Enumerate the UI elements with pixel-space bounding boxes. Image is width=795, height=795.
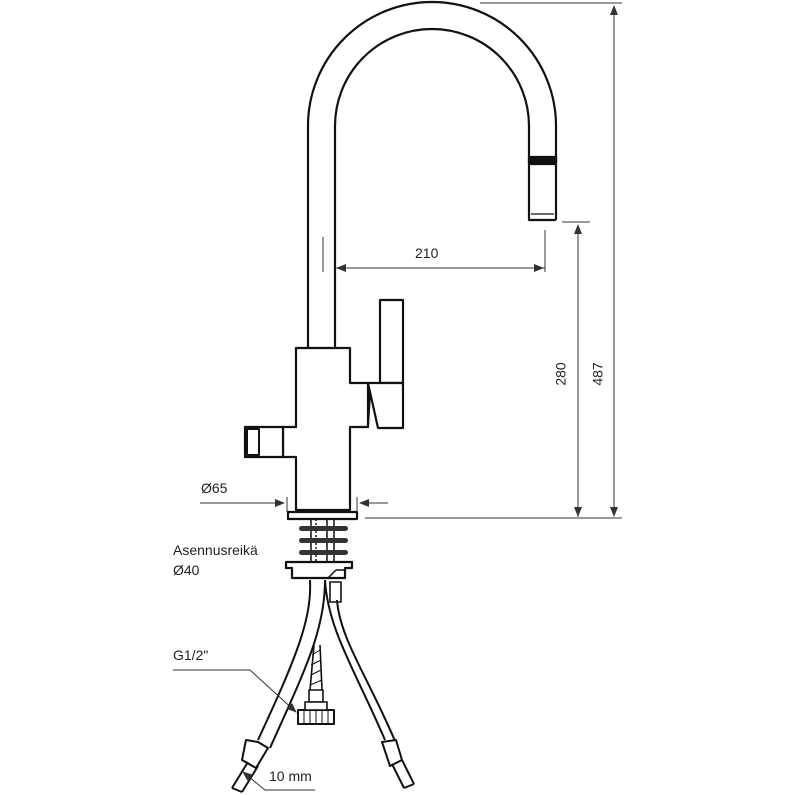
mounting-hole-diameter: Ø40 xyxy=(173,562,200,578)
supply-hoses xyxy=(231,579,415,793)
faucet-body xyxy=(281,346,370,512)
lever-handle xyxy=(378,298,405,385)
lever-base xyxy=(366,381,405,430)
dim-spout-height: 280 xyxy=(552,362,569,386)
hose-leader xyxy=(242,771,315,791)
mounting-plate xyxy=(284,560,354,580)
side-knob xyxy=(243,425,285,459)
spray-head-band xyxy=(527,155,558,166)
mounting-hole-label: Asennusreikä xyxy=(173,542,258,558)
spout xyxy=(306,0,558,348)
connection-thread-label: G1/2" xyxy=(173,647,209,663)
dim-base-diameter: Ø65 xyxy=(201,480,228,496)
g-half-leader xyxy=(173,669,297,713)
dim-total-height: 487 xyxy=(589,362,606,386)
hose-diameter-label: 10 mm xyxy=(269,768,312,784)
base-plate xyxy=(286,510,359,521)
dim-spout-reach: 210 xyxy=(415,245,439,261)
rubber-rings xyxy=(299,526,348,555)
